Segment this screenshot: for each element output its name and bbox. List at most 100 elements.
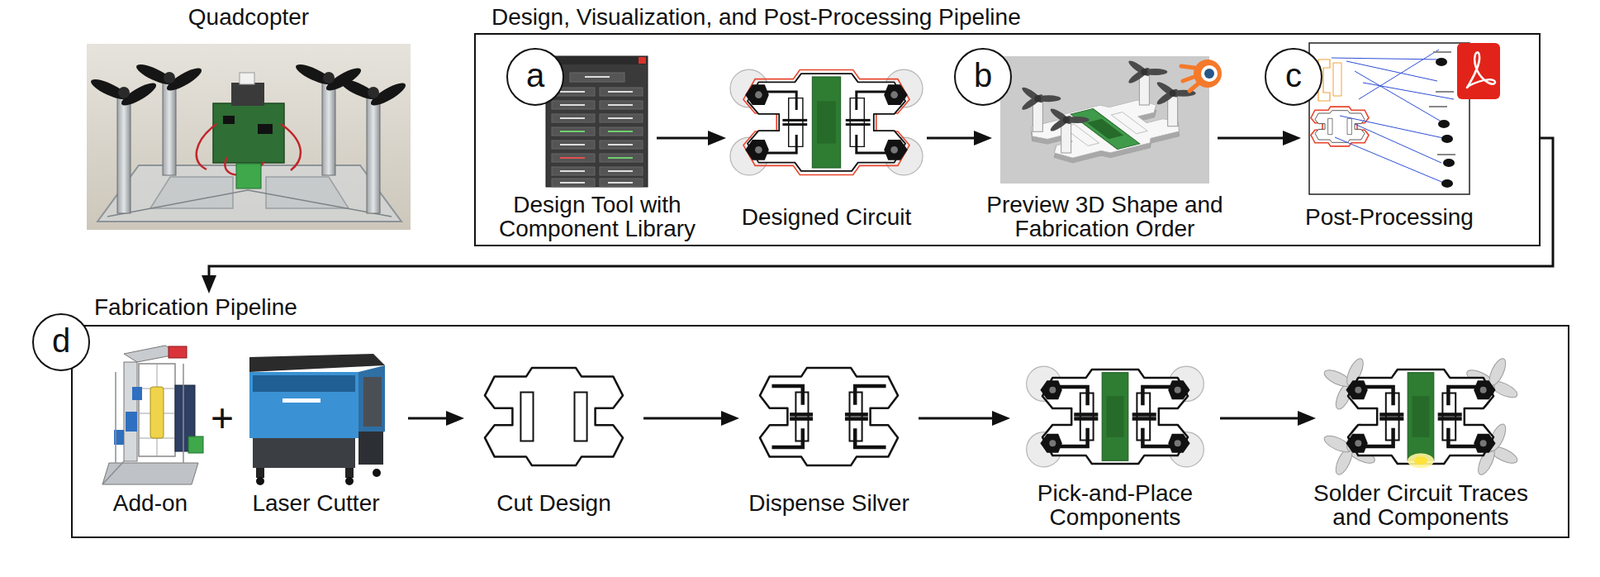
flow-arrow xyxy=(643,417,733,420)
frame-edge xyxy=(107,189,392,217)
propeller xyxy=(293,61,334,89)
frame-column xyxy=(123,361,138,461)
fabrication-step: Laser Cutter xyxy=(244,345,388,516)
board-detail xyxy=(1411,395,1430,437)
step-caption: Designed Circuit xyxy=(741,205,912,230)
motor xyxy=(1167,379,1190,399)
photo-panel: Quadcopter xyxy=(86,3,411,230)
lid xyxy=(249,353,385,372)
silver-trace xyxy=(791,416,811,421)
red-board xyxy=(168,346,187,358)
ui-text-line xyxy=(560,170,585,172)
side-panel xyxy=(363,376,382,427)
cut-outline xyxy=(743,70,910,176)
mapping-line xyxy=(1362,82,1454,100)
mapping-line xyxy=(1339,115,1448,139)
ui-text-line xyxy=(560,156,585,159)
propeller xyxy=(88,75,129,104)
motor-post xyxy=(117,97,131,214)
silver-trace xyxy=(846,123,869,126)
blue-part xyxy=(125,411,138,432)
blender-logo xyxy=(1204,68,1215,79)
step-caption: Laser Cutter xyxy=(251,491,380,516)
ui-button xyxy=(599,140,643,149)
pipeline-step: Post-Processing xyxy=(1309,49,1470,230)
step-letter: a xyxy=(506,47,565,106)
propeller-hub xyxy=(367,86,380,99)
mapping-line xyxy=(1354,71,1446,124)
ui-text-line xyxy=(607,170,633,172)
wheel xyxy=(345,476,354,485)
ui-text-line xyxy=(560,143,585,146)
frame-slot xyxy=(574,392,588,442)
green-board xyxy=(188,436,204,453)
close-button xyxy=(638,56,646,64)
led-glow xyxy=(1414,455,1428,465)
propeller-hub xyxy=(322,71,335,84)
small-text-line xyxy=(1435,90,1454,93)
pcb-chip xyxy=(257,123,273,134)
ui-button xyxy=(599,100,643,110)
flow-arrow xyxy=(918,417,1004,420)
quadcopter-photo xyxy=(86,43,411,230)
ui-button xyxy=(599,178,643,187)
flow-arrow xyxy=(926,137,986,140)
step-letter: c xyxy=(1264,47,1323,106)
frame-slot xyxy=(520,392,533,442)
propeller-blade xyxy=(1020,85,1045,105)
ui-button xyxy=(551,166,595,176)
motor xyxy=(883,139,908,161)
step-caption: Design Tool with Component Library xyxy=(489,193,705,241)
step-caption: Cut Design xyxy=(496,491,612,516)
circuit-board xyxy=(1407,372,1434,461)
circuit-board xyxy=(1070,108,1140,149)
led-glow xyxy=(1407,452,1434,468)
motor xyxy=(1167,433,1190,453)
mapping-line xyxy=(1346,61,1438,81)
designed-circuit xyxy=(730,69,923,176)
flow-arrow xyxy=(1217,137,1295,140)
propeller-hub xyxy=(1140,68,1148,76)
dispensed-silver-shape xyxy=(759,367,898,466)
pcb-chip xyxy=(223,115,235,124)
motor-shaft xyxy=(754,146,763,154)
fabrication-step: Cut Design xyxy=(484,345,623,516)
component-mark xyxy=(1441,134,1453,143)
drone-pcb xyxy=(213,103,285,163)
step-letter: d xyxy=(32,313,91,371)
step-caption: Dispense Silver xyxy=(748,491,910,516)
quadcopter-photo xyxy=(86,43,411,230)
pdf-page xyxy=(1309,42,1470,195)
silver-trace xyxy=(783,123,807,126)
ui-text-line xyxy=(560,181,585,184)
motor xyxy=(745,84,770,105)
frame-outline xyxy=(1315,110,1365,143)
frame-outline xyxy=(1018,94,1193,163)
brand-plate xyxy=(282,398,321,403)
base-plate xyxy=(102,462,199,485)
motor-shaft xyxy=(890,90,898,99)
silver-trace xyxy=(1381,412,1403,417)
silver-trace xyxy=(846,412,866,417)
motor xyxy=(1473,379,1496,399)
ui-text-line xyxy=(607,130,633,133)
board-detail xyxy=(1106,395,1124,437)
motor xyxy=(1039,433,1062,453)
pipeline-step: Designed Circuit xyxy=(734,49,919,230)
fabrication-step: Pick-and-Place Components xyxy=(1030,345,1200,529)
plus-sign: + xyxy=(210,398,234,438)
pipeline-step: Design Tool with Component Library xyxy=(545,49,649,241)
propeller-blade xyxy=(1126,58,1151,79)
step-caption: Solder Circuit Traces and Components xyxy=(1300,481,1541,529)
ui-text-line xyxy=(607,143,633,146)
panel-letter: a xyxy=(526,58,545,95)
step-caption: Post-Processing xyxy=(1305,205,1474,230)
motor-shaft xyxy=(1049,439,1056,447)
stand-side xyxy=(358,431,384,465)
ui-text-line xyxy=(560,104,585,106)
board-detail xyxy=(1087,118,1124,139)
propeller-hub xyxy=(1169,90,1177,97)
leg xyxy=(345,467,354,478)
ui-text-line xyxy=(607,117,633,119)
